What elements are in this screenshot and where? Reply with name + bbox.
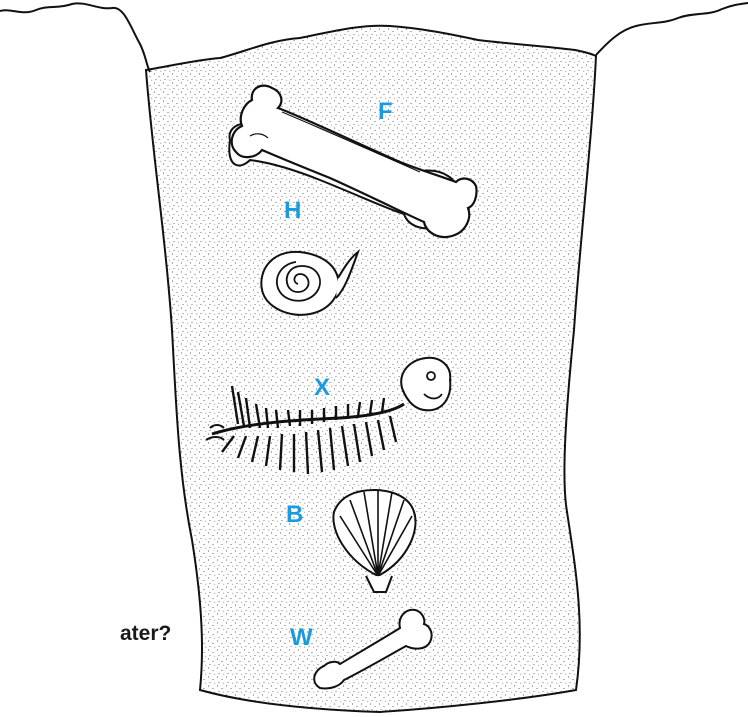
ground-surface-line xyxy=(596,3,748,55)
fossil-label-x: X xyxy=(314,376,330,400)
fossil-label-w: W xyxy=(290,626,313,650)
fossil-label-h: H xyxy=(284,199,301,223)
dig-pit xyxy=(146,26,596,712)
question-text-fragment: ater? xyxy=(120,622,171,646)
fossil-label-b: B xyxy=(286,503,303,527)
fossil-label-f: F xyxy=(378,100,393,124)
ground-surface-line xyxy=(0,3,150,72)
